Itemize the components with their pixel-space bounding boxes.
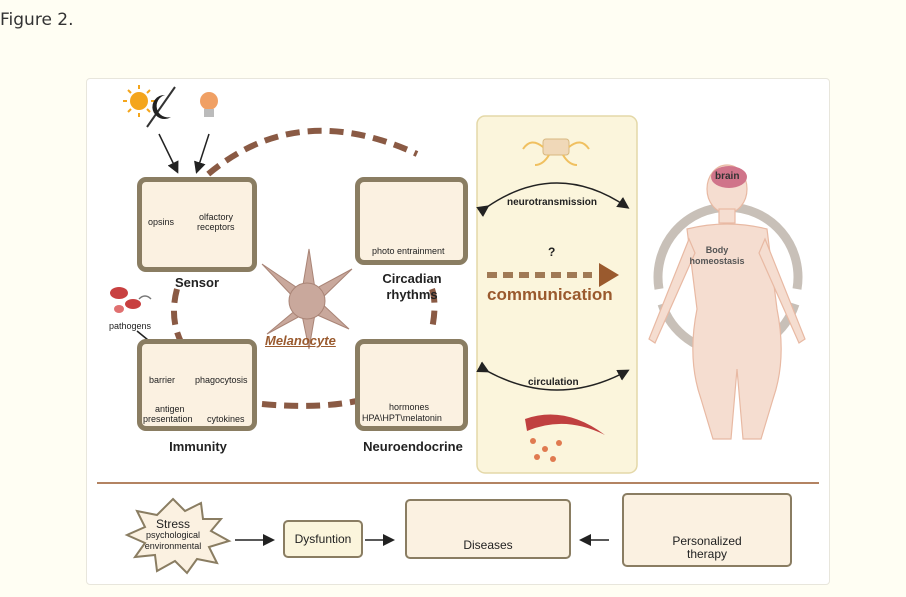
circulation-arrow bbox=[476, 361, 630, 391]
figure-caption: Figure 2. bbox=[0, 10, 74, 30]
communication-dashed-arrow bbox=[487, 263, 619, 287]
lightbulb-icon bbox=[200, 92, 218, 117]
hormones-label: hormones bbox=[389, 402, 430, 412]
question-mark: ? bbox=[548, 245, 556, 259]
dysfunction-label: Dysfuntion bbox=[294, 532, 352, 546]
dashed-cycle-left bbox=[170, 288, 185, 346]
dashed-cycle-bottom bbox=[261, 398, 358, 409]
brain-icon bbox=[711, 166, 747, 188]
receptors-label: receptors bbox=[197, 222, 235, 232]
therapy-label-line2: therapy bbox=[686, 547, 728, 561]
sensor-box bbox=[137, 177, 257, 272]
phagocytosis-label: phagocytosis bbox=[195, 375, 248, 385]
neurotransmission-arrow bbox=[476, 182, 630, 218]
human-body-icon bbox=[648, 164, 806, 440]
circadian-title-line1: Circadian bbox=[382, 271, 442, 286]
neuroendocrine-title: Neuroendocrine bbox=[363, 439, 463, 454]
figure-panel: opsins olfactory receptors Sensor photo … bbox=[86, 78, 830, 585]
sun-moon-icon bbox=[123, 85, 176, 128]
diseases-label: Diseases bbox=[463, 538, 513, 552]
olfactory-label: olfactory bbox=[199, 212, 234, 222]
circadian-box bbox=[355, 177, 468, 265]
barrier-label: barrier bbox=[149, 375, 176, 385]
neuron-icon bbox=[522, 138, 590, 166]
therapy-box: Personalized therapy bbox=[622, 493, 792, 567]
blood-vessel-icon bbox=[525, 414, 605, 462]
sensor-title: Sensor bbox=[174, 275, 220, 290]
antigen-label: antigen bbox=[155, 404, 185, 414]
psychological-label: psychological bbox=[145, 530, 201, 540]
environmental-label: environmental bbox=[144, 541, 202, 551]
circulation-label: circulation bbox=[528, 377, 579, 388]
presentation-label: presentation bbox=[143, 414, 193, 424]
melanocyte-cell-icon bbox=[261, 248, 353, 350]
immunity-title: Immunity bbox=[169, 439, 227, 454]
body-homeostasis-label: Body homeostasis bbox=[685, 245, 749, 267]
dysfunction-box: Dysfuntion bbox=[283, 520, 363, 558]
neurotransmission-label: neurotransmission bbox=[507, 197, 598, 208]
body-label-line2: homeostasis bbox=[689, 256, 745, 266]
diseases-box: Diseases bbox=[405, 499, 571, 559]
therapy-label: Personalized therapy bbox=[624, 535, 790, 561]
pathogens-label: pathogens bbox=[109, 321, 152, 331]
circadian-title-line2: rhythms bbox=[386, 287, 438, 302]
dashed-cycle-right bbox=[429, 288, 438, 330]
photo-entrainment-label: photo entrainment bbox=[372, 246, 445, 256]
brain-label: brain bbox=[715, 171, 740, 182]
pathogen-icon bbox=[110, 287, 152, 313]
hpa-hpt-melatonin-label: HPA\HPT\melatonin bbox=[362, 413, 442, 423]
opsins-label: opsins bbox=[148, 217, 175, 227]
stress-label-group: Stress psychological environmental bbox=[133, 517, 213, 552]
dashed-cycle-top bbox=[189, 127, 419, 192]
stress-burst bbox=[124, 497, 232, 575]
cytokines-label: cytokines bbox=[207, 414, 245, 424]
body-label-line1: Body bbox=[705, 245, 729, 255]
neuroendocrine-box bbox=[355, 339, 468, 431]
circadian-title: Circadian rhythms bbox=[367, 271, 457, 303]
communication-label: communication bbox=[487, 285, 613, 304]
therapy-label-line1: Personalized bbox=[672, 534, 742, 548]
immunity-box bbox=[137, 339, 257, 431]
stress-label: Stress bbox=[155, 517, 190, 531]
melanocyte-label: Melanocyte bbox=[265, 333, 336, 348]
